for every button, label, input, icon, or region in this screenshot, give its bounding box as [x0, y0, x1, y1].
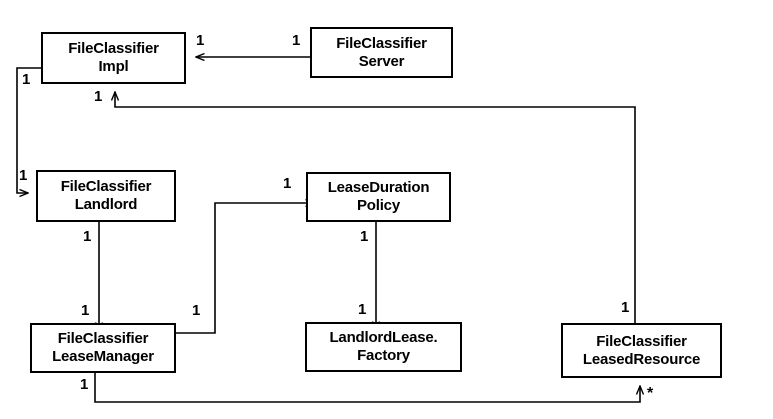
multiplicity-label-server-left: 1 — [292, 32, 301, 49]
class-box-landlord-lease-factory[interactable]: LandlordLease. Factory — [305, 322, 462, 372]
class-box-file-classifier-server[interactable]: FileClassifier Server — [310, 27, 453, 78]
edge-lease-manager-to-lease-duration-policy — [176, 203, 314, 334]
edge-leased-resource-to-impl — [115, 92, 636, 323]
multiplicity-label-manager-top: 1 — [81, 302, 90, 319]
class-box-file-classifier-leased-resource[interactable]: FileClassifier LeasedResource — [561, 323, 722, 378]
multiplicity-label-manager-right: 1 — [192, 302, 201, 319]
edge-lease-manager-to-leased-resource — [94, 373, 640, 403]
multiplicity-label-policy-left: 1 — [283, 175, 292, 192]
multiplicity-label-landlord-bottom: 1 — [83, 228, 92, 245]
edge-impl-to-landlord — [16, 67, 41, 193]
class-box-file-classifier-lease-manager[interactable]: FileClassifier LeaseManager — [30, 323, 176, 373]
multiplicity-label-leased-resource-bottom: * — [647, 385, 654, 402]
multiplicity-label-policy-bottom: 1 — [360, 228, 369, 245]
multiplicity-label-landlord-left: 1 — [19, 167, 28, 184]
multiplicity-label-impl-bottom: 1 — [94, 88, 103, 105]
class-box-file-classifier-landlord[interactable]: FileClassifier Landlord — [36, 170, 176, 222]
class-box-lease-duration-policy[interactable]: LeaseDuration Policy — [306, 172, 451, 222]
multiplicity-label-manager-bottom: 1 — [80, 376, 89, 393]
class-box-file-classifier-impl[interactable]: FileClassifier Impl — [41, 32, 186, 84]
multiplicity-label-factory-top: 1 — [358, 301, 367, 318]
multiplicity-label-impl-right: 1 — [196, 32, 205, 49]
multiplicity-label-leased-resource-top: 1 — [621, 299, 630, 316]
multiplicity-label-impl-left: 1 — [22, 71, 31, 88]
